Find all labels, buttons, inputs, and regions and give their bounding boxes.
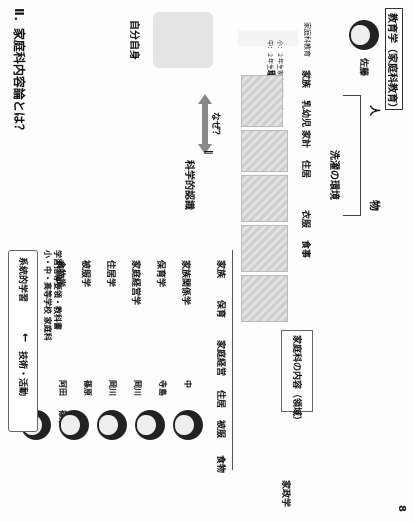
system-label: 系統的学習 bbox=[17, 257, 27, 303]
tree-line-v1 bbox=[343, 95, 361, 96]
name-0: 中 bbox=[183, 380, 192, 388]
content-item-0: 家族 bbox=[215, 260, 225, 279]
money-photo bbox=[241, 130, 288, 172]
why-label: なぜ？ bbox=[210, 112, 220, 140]
center-label: 洗濯の環境 bbox=[328, 150, 339, 200]
page-number: 8 bbox=[396, 505, 407, 512]
field-1: 保育学 bbox=[155, 260, 165, 288]
name-2: 岡川 bbox=[133, 380, 142, 396]
bottom-arrow: ← bbox=[19, 333, 32, 343]
field-0: 家族関係学 bbox=[180, 260, 190, 306]
field-2: 家庭経営学 bbox=[130, 260, 140, 306]
content-item-5: 食物 bbox=[215, 455, 225, 474]
name-1: 寺島 bbox=[158, 380, 167, 396]
jukyo-label: 住居 bbox=[300, 160, 310, 179]
top-label-box: 教育学（家庭科教育） bbox=[385, 8, 403, 113]
kazoku-label: 家族 bbox=[300, 70, 310, 89]
shokuji-label: 食事 bbox=[300, 240, 310, 259]
ifuku-label: 衣服 bbox=[300, 210, 310, 229]
content-item-4: 被服 bbox=[215, 420, 225, 439]
person-face-3 bbox=[97, 410, 127, 440]
person-face-1 bbox=[173, 410, 203, 440]
hito-label: 人 bbox=[368, 105, 381, 116]
family-photo bbox=[241, 75, 283, 127]
content-header: 家庭科の内容（領域） bbox=[291, 335, 301, 426]
tree-line-v2 bbox=[343, 215, 361, 216]
equals-mark: ∥ bbox=[203, 150, 213, 155]
teacher-avatar bbox=[349, 20, 379, 50]
field-rows: 家族関係学 保育学 家庭経営学 住居学 被服学 食物学 中 寺島 岡川 岡川 篠… bbox=[43, 260, 193, 500]
clothes-photo bbox=[241, 225, 288, 272]
content-item-2: 家庭経営 bbox=[215, 340, 225, 377]
nyuyoji-label: 乳幼児 bbox=[300, 100, 310, 128]
guide-label-2: 学習指導要領・教科書 bbox=[53, 250, 62, 330]
name-4: 篠原 bbox=[83, 380, 92, 396]
section-title: Ⅱ．家庭科内容論とは？ bbox=[12, 8, 26, 136]
field-4: 被服学 bbox=[80, 260, 90, 288]
double-arrow bbox=[198, 94, 213, 154]
name-3: 岡川 bbox=[108, 380, 117, 396]
right-vertical: 家政学 bbox=[280, 480, 290, 508]
content-item-3: 住居 bbox=[215, 390, 225, 409]
children-image bbox=[153, 12, 213, 68]
sci-label: 科学的認識 bbox=[183, 160, 194, 210]
content-header-box: 家庭科の内容（領域） bbox=[281, 330, 313, 425]
note-title: 家庭科教育 bbox=[303, 22, 311, 57]
mono-label: 物 bbox=[368, 200, 381, 211]
tree-line-h bbox=[360, 95, 361, 215]
kakei-label: 家計 bbox=[300, 130, 310, 149]
food-photo bbox=[241, 275, 288, 322]
practice-label: 技術・活動 bbox=[17, 351, 27, 397]
self-label: 自分自身 bbox=[128, 20, 139, 60]
top-label: 教育学（家庭科教育） bbox=[386, 13, 397, 113]
house-photo bbox=[241, 175, 288, 222]
person-face-2 bbox=[135, 410, 165, 440]
bottom-box: 系統的学習 ← 技術・活動 bbox=[8, 250, 38, 432]
content-line bbox=[232, 250, 233, 470]
top-name: 佐藤 bbox=[358, 58, 368, 77]
content-item-1: 保育 bbox=[215, 300, 225, 319]
person-face-4 bbox=[59, 410, 89, 440]
name-5a: 阿田 bbox=[58, 380, 67, 396]
field-3: 住居学 bbox=[105, 260, 115, 288]
